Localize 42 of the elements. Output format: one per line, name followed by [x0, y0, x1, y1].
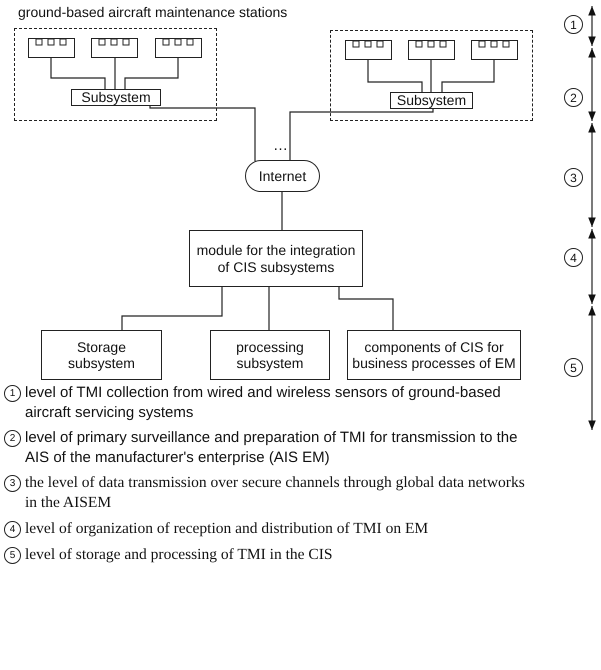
process-box: processing subsystem — [210, 330, 330, 380]
legend-text: level of TMI collection from wired and wireless sensors of ground-based aircraft servicing systems — [25, 383, 502, 422]
sensor-unit-drawing — [471, 40, 518, 60]
sensor-unit-drawing — [408, 40, 455, 60]
connector-line — [367, 60, 423, 92]
connector-line — [149, 106, 256, 162]
legend-text: level of primary surveillance and preparation of TMI for transmission to the AIS of the manufacturer's enterprise (AIS EM) — [25, 428, 518, 467]
circled-number: 2 — [4, 430, 21, 447]
circled-number: 4 — [4, 521, 21, 538]
circled-number: 2 — [564, 88, 583, 107]
connector-line — [114, 58, 116, 89]
connector-line — [338, 287, 394, 330]
group-heading: ground-based aircraft maintenance stations — [18, 4, 288, 20]
process-box: module for the integration of CIS subsystems — [189, 230, 363, 287]
sensor-unit-drawing — [345, 40, 392, 60]
circled-number: 5 — [564, 358, 583, 377]
circled-number: 3 — [564, 168, 583, 187]
connector-line — [430, 60, 432, 92]
legend-text: level of storage and processing of TMI in the CIS — [25, 545, 332, 566]
sensor-unit-drawing — [91, 38, 138, 58]
circled-number: 5 — [4, 547, 21, 564]
connector-line — [121, 287, 223, 330]
process-box: Subsystem — [390, 92, 473, 109]
circled-number: 1 — [564, 15, 583, 34]
connector-line — [441, 60, 495, 92]
ellipsis-text: … — [273, 137, 288, 154]
sensor-unit-drawing — [28, 38, 75, 58]
connector-line — [124, 58, 179, 89]
connector-line — [289, 109, 434, 160]
connector-line — [281, 192, 283, 230]
circled-number: 3 — [4, 475, 21, 492]
connector-line — [268, 287, 270, 330]
legend-text: level of organization of reception and distribution of TMI on EM — [25, 519, 428, 540]
circled-number: 1 — [4, 385, 21, 402]
process-box: Subsystem — [71, 89, 161, 106]
process-box: Storage subsystem — [41, 330, 162, 380]
circled-number: 4 — [564, 248, 583, 267]
connector-line — [50, 58, 106, 89]
legend-text: the level of data transmission over secure channels through global data networks in the AISEM — [25, 473, 526, 514]
terminal-node: Internet — [245, 160, 320, 192]
process-box: components of CIS for business processes of EM — [347, 330, 521, 380]
sensor-unit-drawing — [155, 38, 202, 58]
